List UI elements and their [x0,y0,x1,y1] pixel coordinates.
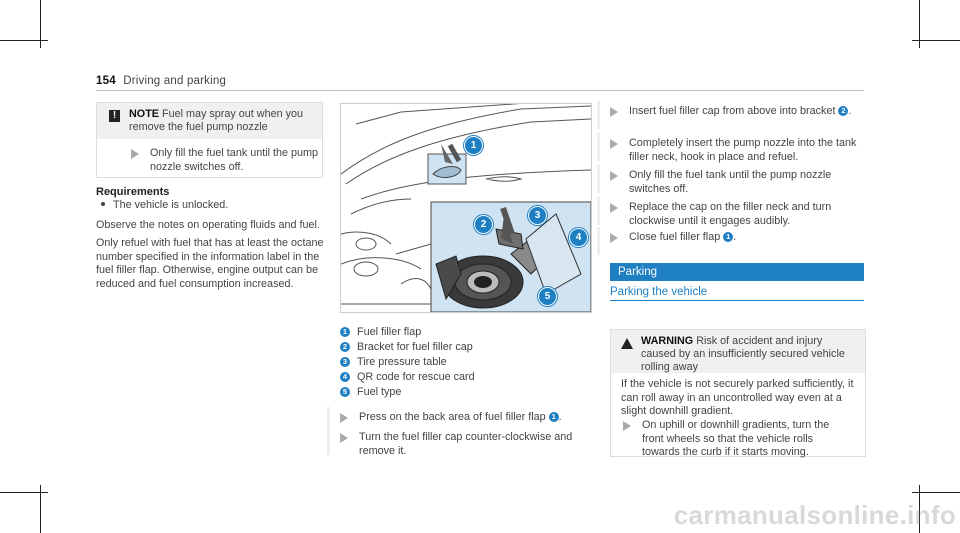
legend-item: 3 Tire pressure table [340,356,447,368]
exclamation-icon: ! [109,110,120,122]
step-arrow-icon [340,413,348,423]
step-text: Press on the back area of fuel filler fl… [359,411,599,425]
step-text-after: . [558,411,562,423]
legend-number: 4 [340,372,350,383]
warning-body: If the vehicle is not securely parked su… [621,378,854,417]
legend-number: 2 [340,342,350,353]
legend-item: 2 Bracket for fuel filler cap [340,341,473,353]
header-divider [96,90,864,91]
crop-mark [919,485,920,533]
callout-5: 5 [538,287,557,306]
page-header: 154 Driving and parking [96,75,226,87]
step-arrow-icon [610,233,618,243]
subsection-divider [610,300,864,301]
callout-4: 4 [569,228,588,247]
ref-badge: 2 [838,106,849,117]
subsection-title: Parking the vehicle [610,286,708,298]
step-bar [327,427,330,455]
warning-triangle-icon [621,338,633,349]
step-arrow-icon [131,149,139,159]
legend-number: 1 [340,327,350,338]
callout-2: 2 [474,215,493,234]
crop-mark [912,40,960,41]
callout-1: 1 [464,136,483,155]
step-bar [597,165,600,193]
legend-number: 3 [340,357,350,368]
step-text: Only fill the fuel tank until the pump n… [629,169,832,195]
crop-mark [0,492,48,493]
step-bar [597,101,600,129]
warning-step-text: On uphill or downhill gradients, turn th… [642,419,830,458]
step-text: Replace the cap on the filler neck and t… [629,201,832,227]
callout-3: 3 [528,206,547,225]
note-message: Fuel may spray out when you remove the f… [129,108,304,133]
legend-number: 5 [340,387,350,398]
step-arrow-icon [610,139,618,149]
step-text-after: . [733,231,737,243]
legend-text: Fuel filler flap [357,326,422,338]
car-rear-drawing [341,104,591,312]
page-number: 154 [96,75,116,87]
bullet-icon [101,202,105,207]
section-name: Driving and parking [123,75,227,87]
ref-badge: 1 [548,412,559,423]
legend-item: 5 Fuel type [340,386,401,398]
crop-mark [912,492,960,493]
step-text: Completely insert the pump nozzle into t… [629,137,857,163]
crop-mark [919,0,920,48]
legend-text: Tire pressure table [357,356,447,368]
step-arrow-icon [610,171,618,181]
step-text: Close fuel filler flap 1. [629,231,861,245]
fuel-filler-illustration: 1 2 3 4 5 [340,103,592,313]
step-bar [327,407,330,435]
step-arrow-icon [623,421,631,431]
step-bar [597,227,600,255]
section-title-parking: Parking [610,263,864,281]
step-arrow-icon [610,203,618,213]
bullet-text: The vehicle is unlocked. [113,199,229,211]
step-bar [597,197,600,225]
legend-text: Bracket for fuel filler cap [357,341,473,353]
step-text-before: Close fuel filler flap [629,231,721,243]
watermark: carmanualsonline.info [673,500,956,530]
step-text: Insert fuel filler cap from above into b… [629,105,861,119]
step-text-before: Insert fuel filler cap from above into b… [629,105,836,117]
step-text-before: Press on the back area of fuel filler fl… [359,411,546,423]
crop-mark [0,40,48,41]
requirements-heading: Requirements [96,186,170,198]
step-arrow-icon [340,433,348,443]
paragraph-octane: Only refuel with fuel that has at least … [96,237,324,290]
ref-badge: 1 [723,232,734,243]
warning-label: WARNING [641,335,694,347]
legend-item: 1 Fuel filler flap [340,326,421,338]
step-text-after: . [848,105,852,117]
legend-text: QR code for rescue card [357,371,475,383]
warning-message: Risk of accident and injury caused by an… [641,335,845,373]
note-step-text: Only fill the fuel tank until the pump n… [150,147,319,173]
legend-text: Fuel type [357,386,402,398]
step-arrow-icon [610,107,618,117]
crop-mark [40,0,41,48]
paragraph-fluids: Observe the notes on operating fluids an… [96,219,320,231]
step-text: Turn the fuel filler cap counter-clockwi… [359,431,573,457]
crop-mark [40,485,41,533]
requirements-bullet: The vehicle is unlocked. [96,199,326,213]
legend-item: 4 QR code for rescue card [340,371,475,383]
step-bar [597,133,600,161]
note-label: NOTE [129,108,159,120]
